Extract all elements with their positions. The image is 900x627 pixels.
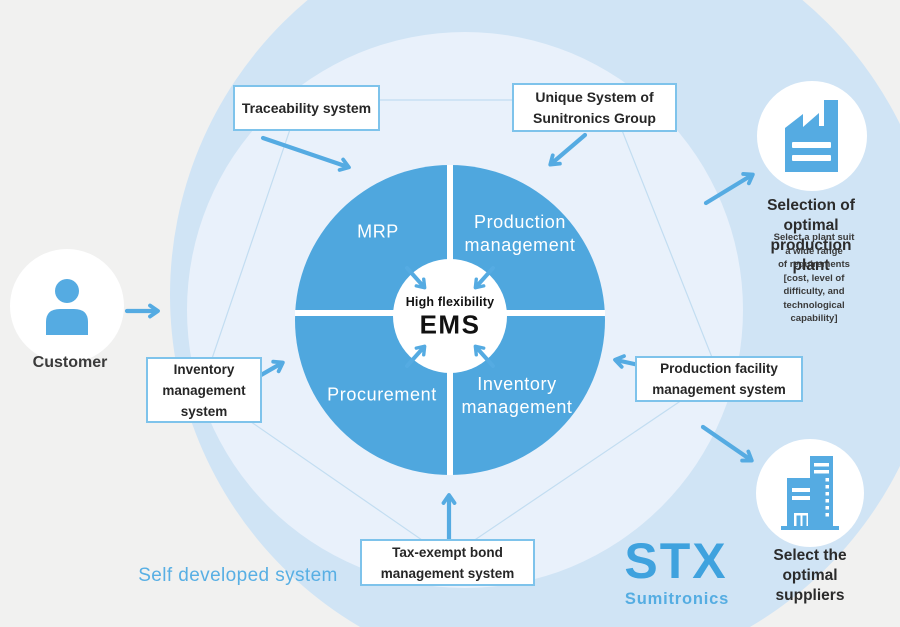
- unique-system-label: Unique System of Sunitronics Group: [533, 88, 656, 126]
- production-facility-system-label: Production facility management system: [652, 361, 786, 397]
- factory-icon: [785, 100, 838, 172]
- inventory-management-system-box: Inventory management system: [146, 357, 262, 423]
- stx-logo: STX: [624, 533, 728, 589]
- unique-system-box: Unique System of Sunitronics Group: [512, 83, 677, 132]
- inward-arrow-ne: [473, 266, 495, 290]
- ems-pie: [295, 165, 605, 475]
- plant-circle: [757, 81, 867, 191]
- plant-title: Selection of optimal production plant: [767, 197, 855, 274]
- suppliers-circle: [756, 439, 864, 547]
- customer-circle: [10, 249, 124, 363]
- tax-exempt-bond-system-label: Tax-exempt bond management system: [380, 544, 515, 581]
- inventory-management-system-label: Inventory management system: [162, 361, 246, 419]
- hub-tagline: High flexibility: [405, 295, 495, 309]
- quadrant-label-production: Production management: [464, 212, 576, 255]
- quadrant-label-inventory: Inventory management: [461, 374, 573, 417]
- unique-system-arrow: [548, 132, 588, 167]
- person-icon: [46, 279, 88, 335]
- traceability-arrow: [260, 135, 351, 172]
- quadrant-label-mrp: MRP: [357, 221, 399, 242]
- traceability-system-label: Traceability system: [241, 99, 372, 116]
- plant-caption: Select a plant suit a wide range of requ…: [773, 232, 855, 324]
- plant-arrow: [703, 172, 755, 206]
- customer-label: Customer: [32, 354, 108, 371]
- sumitronics-logo-text: Sumitronics: [624, 590, 730, 608]
- building-icon: [781, 456, 839, 530]
- quadrant-label-procurement: Procurement: [327, 384, 437, 405]
- inward-arrow-se: [473, 344, 495, 368]
- hub-title: EMS: [419, 309, 481, 340]
- suppliers-label: Select the optimal suppliers: [773, 547, 847, 604]
- tax-exempt-bond-system-box: Tax-exempt bond management system: [360, 539, 535, 586]
- inward-arrow-nw: [405, 266, 427, 290]
- inward-arrow-sw: [405, 344, 427, 368]
- traceability-system-box: Traceability system: [233, 85, 380, 131]
- self-developed-label: Self developed system: [138, 565, 338, 586]
- production-facility-system-box: Production facility management system: [635, 356, 803, 402]
- facility-to-suppliers-arrow: [700, 424, 754, 463]
